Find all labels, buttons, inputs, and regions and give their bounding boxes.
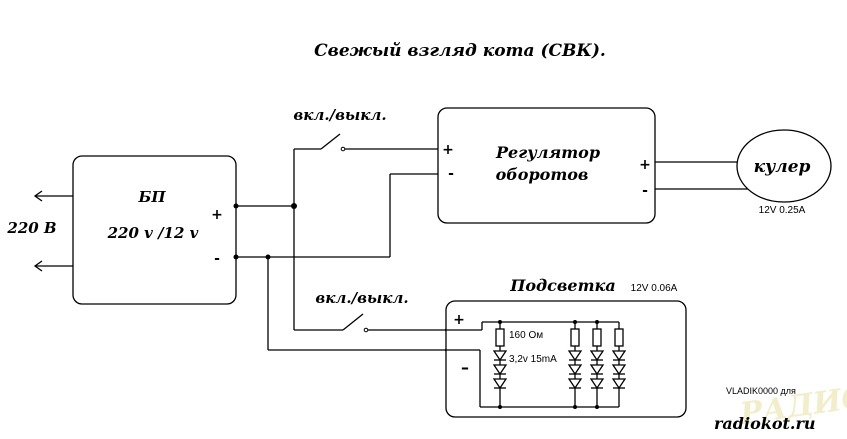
backlight-name: Подсветка <box>509 276 615 295</box>
credit-site: radiokot.ru <box>714 414 816 433</box>
mains-label: 220 В <box>6 219 56 237</box>
led-diode <box>611 350 627 362</box>
backlight-minus: – <box>461 358 469 377</box>
regulator-line1: Регулятор <box>495 143 600 162</box>
power-supply-box <box>72 155 237 305</box>
backlight-plus: + <box>453 312 465 328</box>
resistor <box>495 328 505 347</box>
led-label: 3,2v 15mA <box>509 354 557 365</box>
resistor-label: 160 Ом <box>509 330 543 341</box>
led-diode <box>492 364 508 376</box>
power-supply-minus: - <box>214 251 220 267</box>
backlight-block: Подсветка 12V 0.06A + – 160 Ом 3,2v 15mA <box>445 276 687 418</box>
switch-2-label: вкл./выкл. <box>315 289 408 307</box>
led-diode <box>492 350 508 362</box>
backlight-rating: 12V 0.06A <box>631 283 678 294</box>
led-diode <box>492 378 508 390</box>
led-diode <box>611 378 627 390</box>
led-diode <box>567 378 583 390</box>
led-diode <box>589 364 605 376</box>
led-diode <box>567 350 583 362</box>
regulator-line2: оборотов <box>496 165 589 184</box>
resistor <box>592 328 602 347</box>
power-supply-block: БП 220 v /12 v + - <box>72 155 237 305</box>
mains-input: 220 В <box>6 190 73 272</box>
wiring <box>233 133 750 353</box>
power-supply-rating: 220 v /12 v <box>107 224 199 242</box>
cooler-rating: 12V 0.25A <box>759 205 806 216</box>
cooler-ellipse <box>736 129 832 203</box>
resistor <box>614 328 624 347</box>
cooler: кулер 12V 0.25A <box>736 129 832 216</box>
power-supply-name: БП <box>138 188 167 206</box>
led-diode <box>611 364 627 376</box>
regulator-out-minus: - <box>642 183 648 199</box>
resistor <box>570 328 580 347</box>
regulator-in-plus: + <box>442 142 454 158</box>
regulator-box <box>437 107 656 224</box>
diagram-title: Свежый взгляд кота (СВК). <box>314 41 606 61</box>
regulator-out-plus: + <box>639 157 651 173</box>
credit-author: VLADIK0000 для <box>726 386 796 396</box>
switch-1-label: вкл./выкл. <box>293 106 386 124</box>
led-diode <box>567 364 583 376</box>
regulator-block: Регулятор оборотов + - + - <box>437 107 656 224</box>
regulator-in-minus: - <box>448 166 454 182</box>
backlight-box <box>445 300 687 418</box>
cooler-name: кулер <box>754 157 811 177</box>
power-supply-plus: + <box>211 207 223 223</box>
led-diode <box>589 378 605 390</box>
led-diode <box>589 350 605 362</box>
